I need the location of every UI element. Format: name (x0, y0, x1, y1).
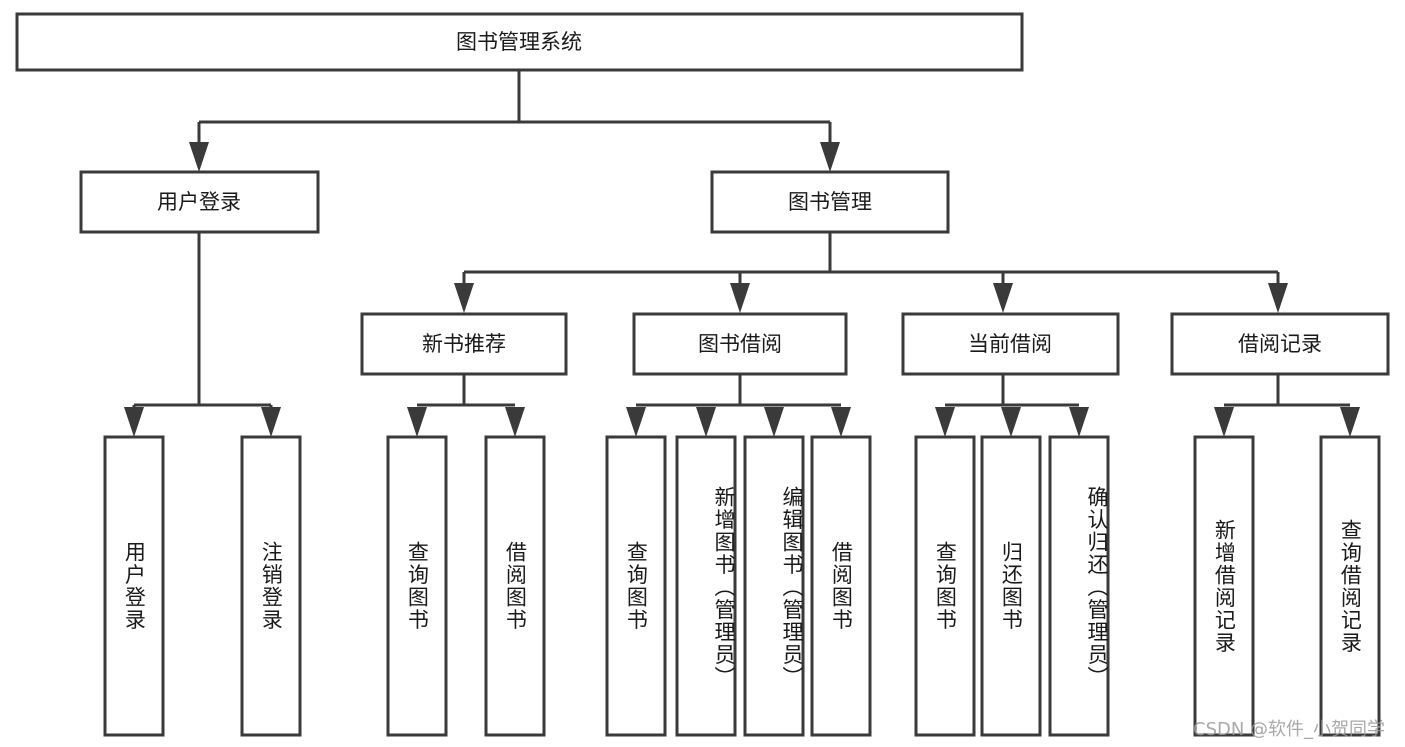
connector-bookborrow-to-leaves (626, 374, 851, 437)
node-level2-用户登录[interactable] (79, 170, 320, 234)
arrowhead-leaf-logout (261, 407, 281, 437)
arrowhead-currentborrow-leaf-3 (1069, 407, 1089, 437)
connector-userlogin-to-leaves (124, 232, 281, 437)
connector-borrowrecord-to-leaves (1214, 374, 1360, 437)
node-level3-新书推荐[interactable] (360, 312, 568, 376)
label-level2-user-login: 用户登录 (157, 190, 241, 214)
node-level3-当前借阅[interactable] (901, 312, 1120, 376)
node-leaf-用户登录[interactable] (103, 435, 165, 737)
label-level3-current-borrow: 当前借阅 (968, 332, 1052, 356)
arrowhead-book-manage (820, 142, 840, 172)
arrowhead-bookborrow-leaf-3 (764, 407, 784, 437)
connector-newbook-to-leaves (407, 374, 525, 437)
arrowhead-currentborrow (993, 283, 1013, 313)
label-level3-borrow-record: 借阅记录 (1238, 332, 1322, 356)
label-root: 图书管理系统 (456, 30, 582, 54)
node-leaf-新书推荐-查询图书[interactable] (386, 435, 448, 737)
node-leaf-借阅记录-新增借阅记录[interactable] (1193, 435, 1255, 737)
node-leaf-图书借阅-查询图书[interactable] (605, 435, 667, 737)
node-leaf-图书借阅-借阅图书[interactable] (810, 435, 872, 737)
node-root-图书管理系统[interactable] (15, 12, 1024, 72)
csdn-watermark: CSDN @软件_小贺同学 (1193, 719, 1386, 740)
arrowhead-leaf-user-login (124, 407, 144, 437)
node-leaf-新书推荐-借阅图书[interactable] (484, 435, 546, 737)
arrowhead-bookborrow (730, 283, 750, 313)
arrowhead-borrowrecord (1268, 283, 1288, 313)
node-leaf-图书借阅-新增图书[interactable] (675, 435, 737, 737)
arrowhead-newbook (454, 283, 474, 313)
node-level2-图书管理[interactable] (710, 170, 950, 234)
node-leaf-当前借阅-归还图书[interactable] (980, 435, 1042, 737)
arrowhead-newbook-leaf-2 (505, 407, 525, 437)
node-leaf-当前借阅-查询图书[interactable] (914, 435, 976, 737)
arrowhead-currentborrow-leaf-2 (1001, 407, 1021, 437)
label-level3-book-borrow: 图书借阅 (698, 332, 782, 356)
arrowhead-currentborrow-leaf-1 (935, 407, 955, 437)
node-leaf-借阅记录-查询借阅记录[interactable] (1319, 435, 1381, 737)
arrowhead-newbook-leaf-1 (407, 407, 427, 437)
connector-root-to-level2 (189, 70, 840, 172)
arrowhead-bookborrow-leaf-2 (696, 407, 716, 437)
node-leaf-图书借阅-编辑图书[interactable] (743, 435, 805, 737)
label-level2-book-manage: 图书管理 (788, 190, 872, 214)
label-level3-new-book: 新书推荐 (422, 332, 506, 356)
node-level3-图书借阅[interactable] (632, 312, 848, 376)
node-level3-借阅记录[interactable] (1170, 312, 1390, 376)
node-leaf-注销登录[interactable] (240, 435, 302, 737)
arrowhead-borrowrecord-leaf-2 (1340, 407, 1360, 437)
arrowhead-borrowrecord-leaf-1 (1214, 407, 1234, 437)
arrowhead-bookborrow-leaf-1 (626, 407, 646, 437)
connector-currentborrow-to-leaves (935, 374, 1089, 437)
connector-bookmanage-to-level3 (454, 232, 1288, 313)
node-leaf-当前借阅-确认归还[interactable] (1048, 435, 1110, 737)
arrowhead-bookborrow-leaf-4 (831, 407, 851, 437)
arrowhead-user-login (189, 142, 209, 172)
